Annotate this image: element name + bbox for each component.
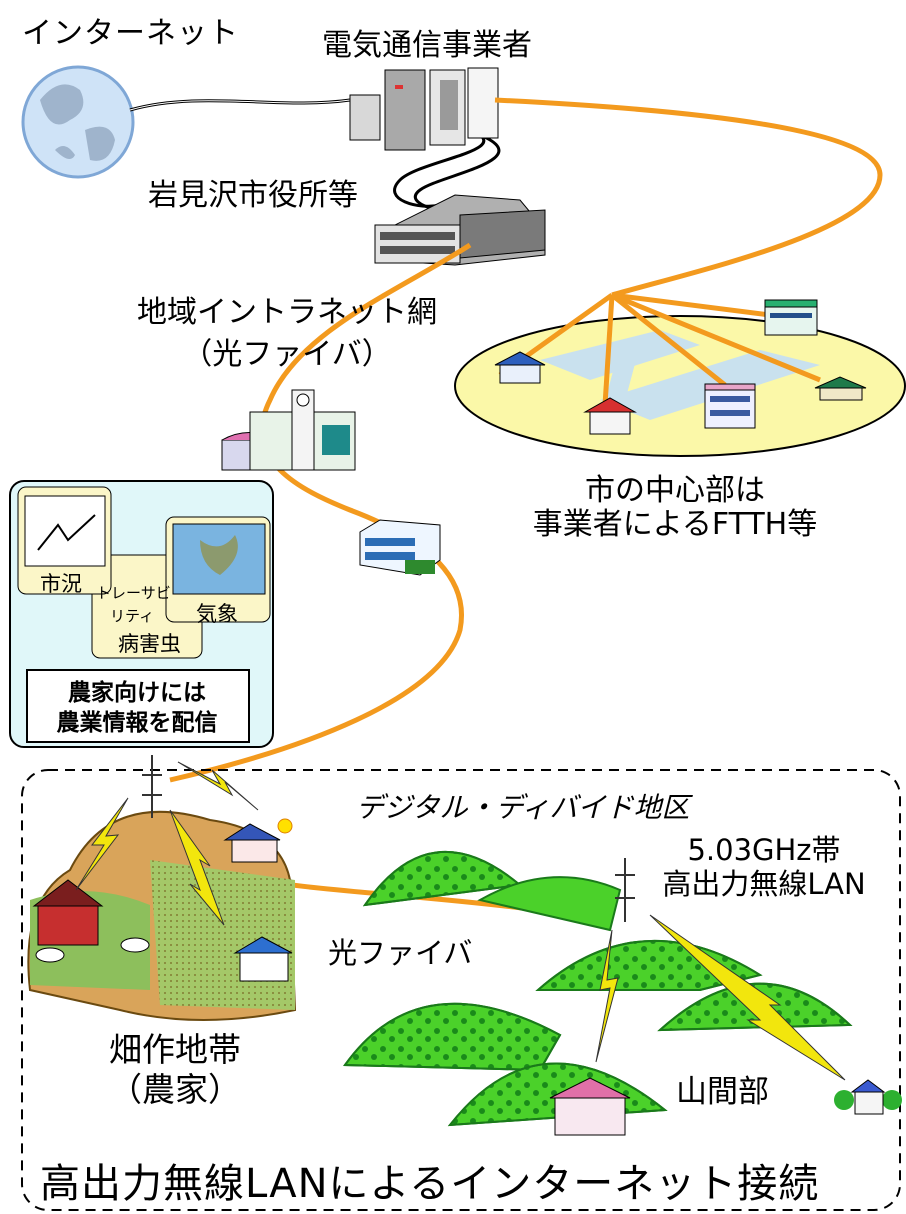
bottom-title: 高出力無線LANによるインターネット接続 [40,1161,820,1207]
label-telecom: 電気通信事業者 [322,28,532,63]
digital-divide-boundary [21,769,901,1211]
school-building-icon [221,389,356,471]
label-internet: インターネット [22,16,239,51]
label-city-center-line1: 市の中心部は [585,473,765,508]
label-farm: 畑作地帯 （農家） [60,1030,290,1110]
mountain-house-pink-icon [549,1077,631,1136]
panel-trace-line1: トレーサビ [96,584,171,602]
panel-message: 農家向けには 農業情報を配信 [30,678,244,738]
panel-pests-label: 病害虫 [118,632,181,656]
label-wireless: 5.03GHz帯 高出力無線LAN [645,833,883,901]
farm-house-icon [223,818,293,863]
telecom-server-icon [349,67,499,151]
wireless-signal-icons [75,761,846,1081]
label-farm-line1: 畑作地帯 [109,1030,241,1069]
label-intranet: 地域イントラネット網 （光ファイバ） [122,292,452,376]
farm-info-panel [9,480,274,748]
label-wireless-line2: 高出力無線LAN [662,867,866,901]
panel-trace-line2: リティ [110,607,155,625]
apartment-icon [704,383,756,429]
city-house-icon [494,351,546,384]
label-wireless-line1: 5.03GHz帯 [687,833,841,867]
mountain-house-icon [834,1079,902,1115]
office-building-icon [359,519,441,576]
panel-message-line1: 農家向けには [68,680,206,706]
label-intranet-line2: （光ファイバ） [182,337,392,372]
globe-icon [21,65,135,179]
panel-weather-label: 気象 [196,602,238,626]
label-mountain: 山間部 [676,1074,769,1110]
farm-antenna-icon [142,755,162,818]
farm-house-blue-icon [233,936,293,982]
label-digital-divide: デジタル・ディバイド地区 [356,791,690,824]
farmland [27,810,297,1021]
mountain-antenna-icon [615,858,635,922]
city-hall-icon [374,194,546,266]
label-fiber: 光ファイバ [328,936,473,970]
label-city-center: 市の中心部は 事業者によるFTTH等 [510,474,840,542]
label-city-center-line2: 事業者によるFTTH等 [532,507,818,542]
panel-market-label: 市況 [40,572,82,596]
apartment-green-icon [764,299,818,336]
label-intranet-line1: 地域イントラネット網 [137,295,437,330]
city-house-small-icon [814,376,867,401]
city-house-red-icon [583,397,637,435]
label-city-hall: 岩見沢市役所等 [148,178,358,213]
label-farm-line2: （農家） [109,1070,241,1109]
panel-message-line2: 農業情報を配信 [56,710,218,736]
